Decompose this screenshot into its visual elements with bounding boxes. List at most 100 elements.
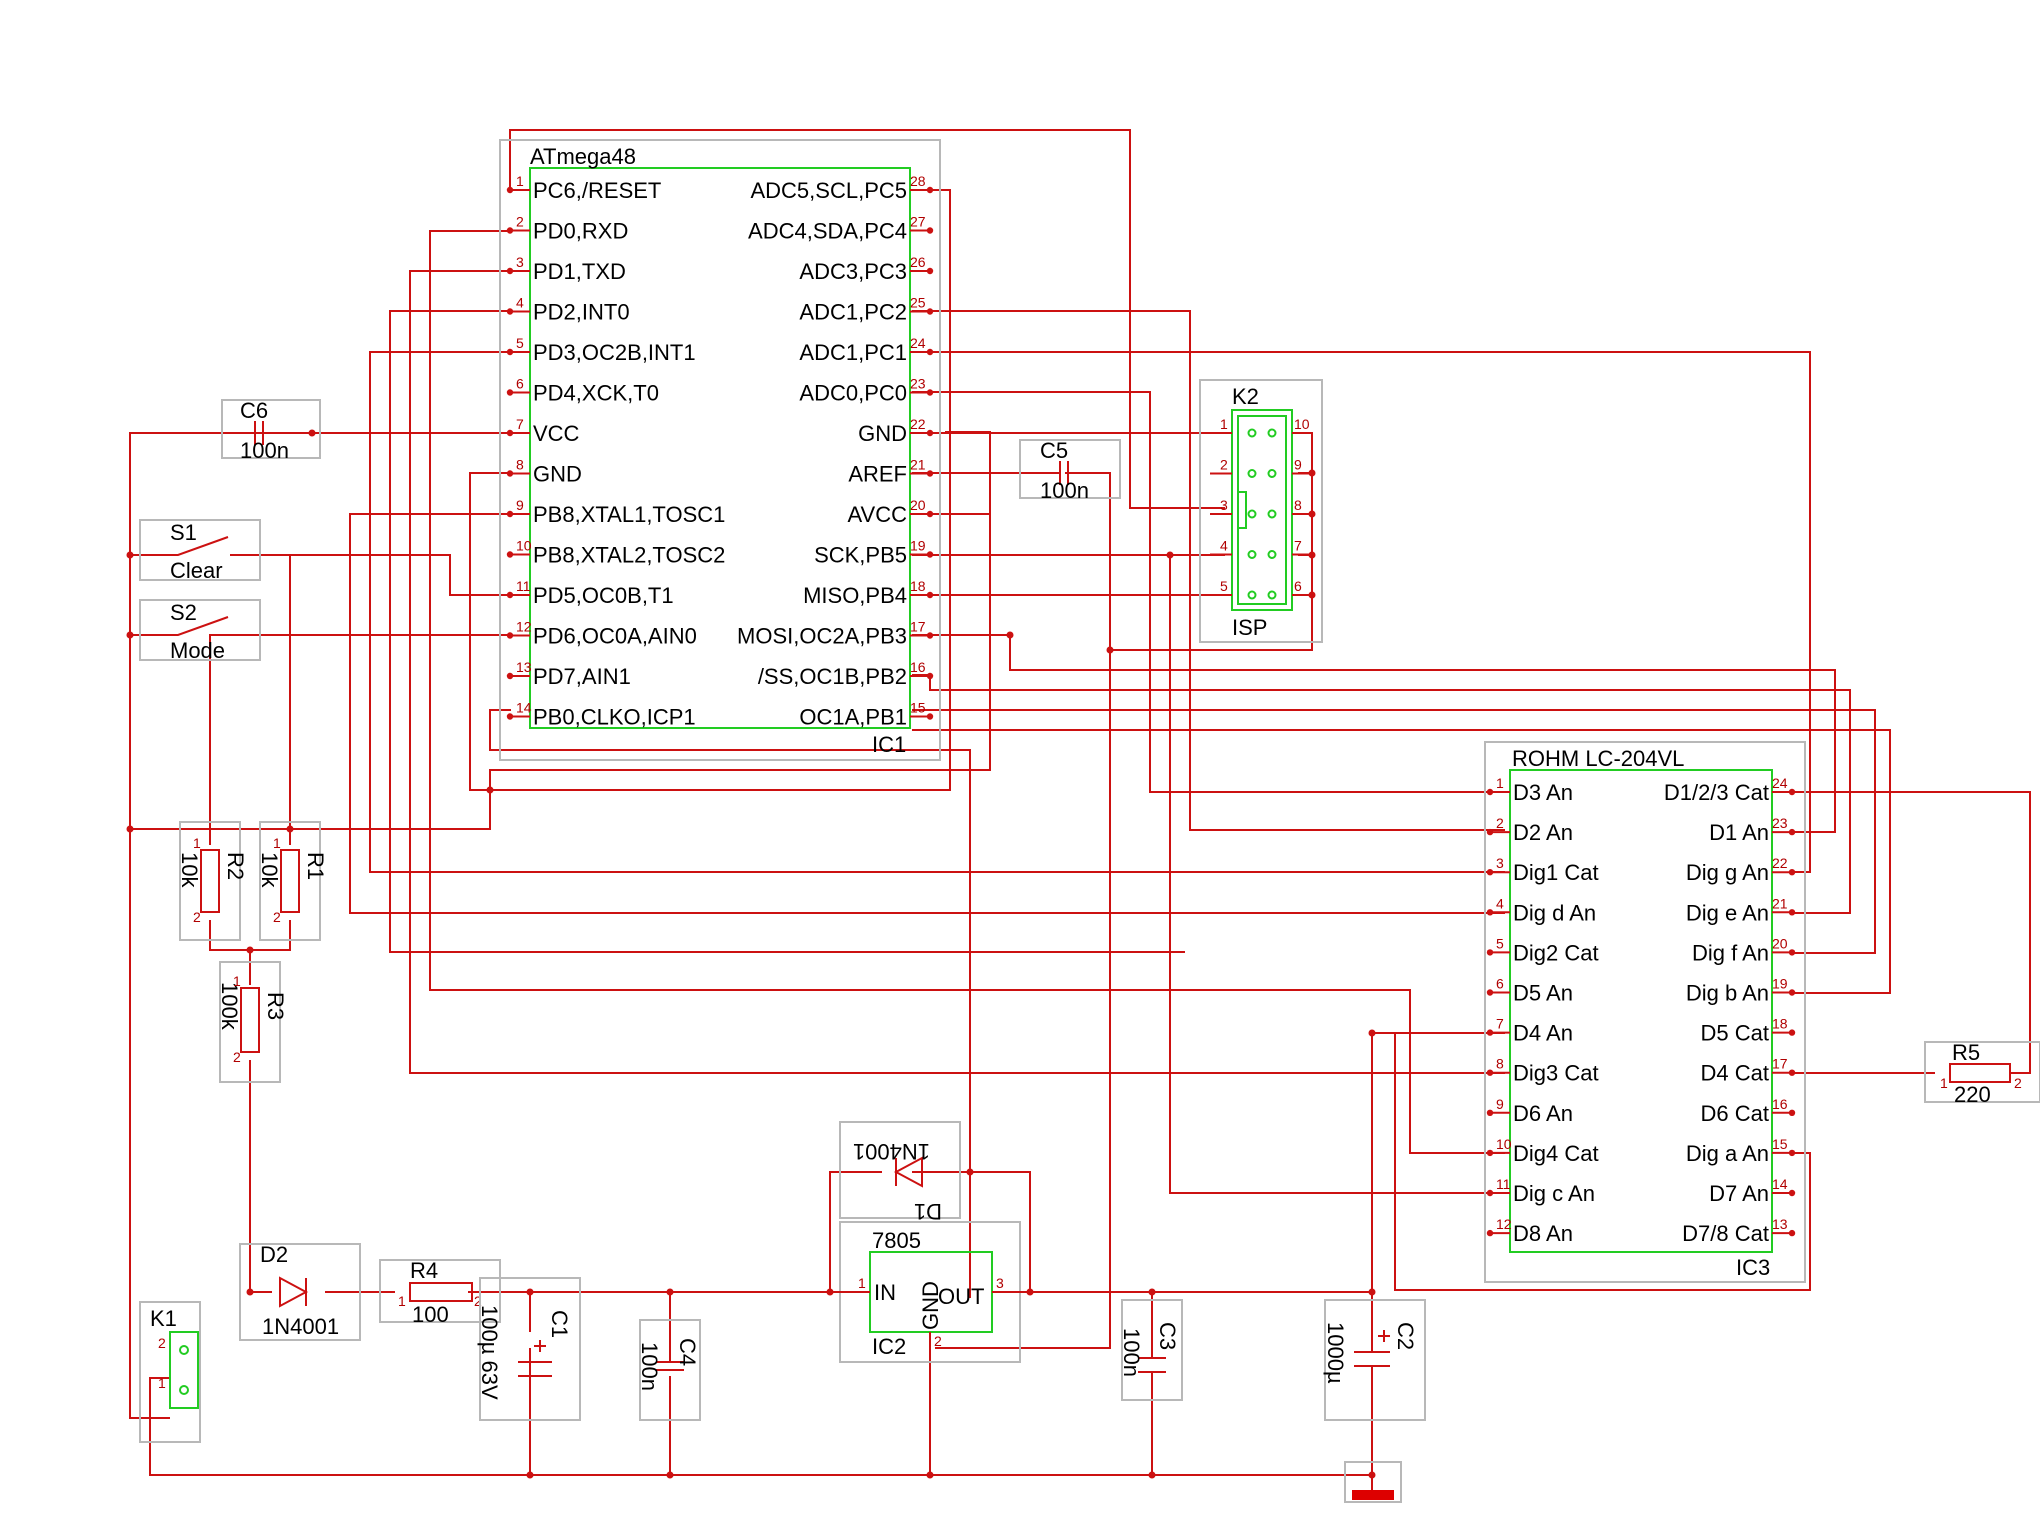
d2-symbol — [279, 1276, 309, 1308]
ic3-pin-23-terminal — [1788, 828, 1796, 836]
ic1-pin-24-label: ADC1,PC1 — [799, 340, 907, 365]
ic3-pin-19-number: 19 — [1772, 976, 1788, 992]
ic1-pin-18-terminal — [926, 591, 934, 599]
ic1-pin-13-label: PD7,AIN1 — [533, 664, 631, 689]
ic3-pin-1-terminal — [1486, 788, 1494, 796]
ic1-pin-19-terminal — [926, 551, 934, 558]
ic3-frame — [1484, 741, 1806, 1283]
ic1-name: ATmega48 — [530, 144, 636, 169]
ic1-pin-5-label: PD3,OC2B,INT1 — [533, 340, 696, 365]
k2-inner — [1237, 415, 1287, 605]
c2-name: C2 — [1393, 1322, 1418, 1350]
wire — [912, 1171, 1031, 1292]
k1-pin-hole — [179, 1345, 189, 1355]
ic3-pin-21-number: 21 — [1772, 895, 1788, 911]
ground-symbol — [1344, 1461, 1402, 1503]
ic3-pin-4-terminal — [1486, 909, 1494, 916]
ic3-pin-18-number: 18 — [1772, 1016, 1788, 1032]
ic1-pin-3-number: 3 — [516, 254, 524, 270]
r2-pin-2: 2 — [193, 909, 201, 925]
ic3-pin-7-label: D4 An — [1513, 1021, 1573, 1046]
r2-resistor: R2 10k 1 2 — [177, 821, 248, 941]
ic1-pin-26-label: ADC3,PC3 — [799, 259, 907, 284]
ic3-pin-17-number: 17 — [1772, 1056, 1788, 1072]
k1-frame — [139, 1301, 201, 1443]
ic1-pin-22-number: 22 — [910, 416, 926, 432]
junction — [1006, 631, 1014, 639]
wire — [389, 310, 1185, 953]
ic3-pin-22-label: Dig g An — [1686, 860, 1769, 885]
junction — [1106, 646, 1114, 654]
wire — [912, 391, 1505, 793]
ic1-pin-17-label: MOSI,OC2A,PB3 — [737, 624, 907, 649]
ic3-pin-7-terminal — [1486, 1029, 1494, 1036]
r5-symbol — [1949, 1063, 2011, 1083]
k1-pin-2: 2 — [158, 1335, 166, 1351]
c6-symbol — [245, 421, 312, 445]
ic3-pin-12-label: D8 An — [1513, 1221, 1573, 1246]
ic1-pin-23-label: ADC0,PC0 — [799, 381, 907, 406]
ic1-pin-20-number: 20 — [910, 497, 926, 513]
r5-name: R5 — [1952, 1040, 1980, 1065]
ic3-pin-5-label: Dig2 Cat — [1513, 940, 1599, 965]
k2-pin-hole — [1267, 509, 1277, 519]
wire — [409, 270, 1505, 1074]
wire — [912, 554, 1505, 1194]
s2-switch: S2 Mode — [139, 599, 261, 663]
ic3-pin-10-terminal — [1486, 1149, 1494, 1157]
ic1-frame — [499, 139, 941, 761]
ic1-pin-2-terminal — [506, 227, 514, 234]
d2-diode: D2 1N4001 — [239, 1242, 361, 1341]
r1-pin-2: 2 — [273, 909, 281, 925]
c4-symbol — [656, 1361, 684, 1371]
ic1-pin-14-terminal — [506, 713, 514, 720]
junction — [126, 551, 134, 559]
ic3-pin-1-label: D3 An — [1513, 780, 1573, 805]
ic3-pin-23-label: D1 An — [1709, 820, 1769, 845]
wire — [349, 513, 1505, 914]
ic3-pin-12-terminal — [1486, 1229, 1494, 1237]
ic1-pin-7-number: 7 — [516, 416, 524, 432]
ic3-pin-9-label: D6 An — [1513, 1101, 1573, 1126]
ic2-out-label: OUT — [938, 1284, 984, 1309]
c1-frame — [479, 1277, 581, 1421]
ic1-pin-28-terminal — [926, 186, 934, 194]
ic1-pin-25-label: ADC1,PC2 — [799, 300, 907, 325]
ic1-pin-9-number: 9 — [516, 497, 524, 513]
ic2-ref: IC2 — [872, 1334, 906, 1359]
r3-resistor: R3 100k 1 2 — [217, 961, 288, 1083]
r2-name: R2 — [223, 852, 248, 880]
wire — [1790, 791, 2031, 1074]
ic3-body — [1509, 769, 1773, 1253]
r3-value: 100k — [217, 982, 242, 1031]
wires — [129, 129, 2031, 1495]
ic1-pin-16-number: 16 — [910, 659, 926, 675]
ic3-pin-20-terminal — [1788, 949, 1796, 956]
wire — [912, 310, 1505, 831]
c1-symbol — [518, 1340, 552, 1377]
ic3-pin-20-label: Dig f An — [1692, 940, 1769, 965]
r5-resistor: R5 220 1 2 — [1924, 1040, 2040, 1107]
junction — [1148, 1471, 1156, 1479]
wire — [1170, 729, 1891, 994]
r4-name: R4 — [410, 1258, 438, 1283]
ic3-pin-18-label: D5 Cat — [1701, 1021, 1769, 1046]
d2-name: D2 — [260, 1242, 288, 1267]
c5-name: C5 — [1040, 438, 1068, 463]
wire — [469, 431, 991, 791]
k2-pin-hole — [1267, 469, 1277, 478]
ic1-pin-20-label: AVCC — [848, 502, 908, 527]
ic1-pin-8-number: 8 — [516, 457, 524, 473]
ic3-pin-21-terminal — [1788, 909, 1796, 916]
ic1-right-pins: 28ADC5,SCL,PC527ADC4,SDA,PC426ADC3,PC325… — [737, 173, 934, 730]
ic3-pin-9-terminal — [1486, 1109, 1494, 1117]
r5-value: 220 — [1954, 1082, 1991, 1107]
c1-name: C1 — [547, 1310, 572, 1338]
r2-frame — [179, 821, 241, 941]
ic1-pin-6-number: 6 — [516, 376, 524, 392]
s1-name: S1 — [170, 520, 197, 545]
c3-value: 100n — [1119, 1328, 1144, 1377]
wire — [829, 1171, 882, 1292]
